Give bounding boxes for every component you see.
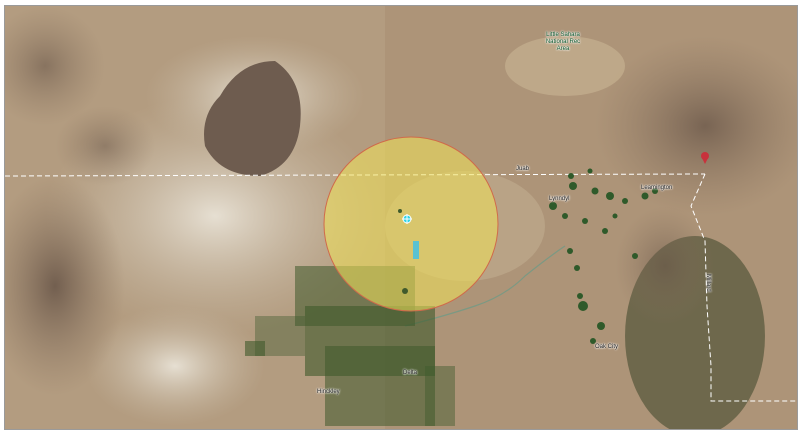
location-pin-icon[interactable]	[701, 152, 709, 164]
county-boundary-east	[690, 173, 797, 402]
map-frame[interactable]: Little Sahara National Rec Area Juab Lyn…	[4, 5, 798, 430]
west-mountains	[5, 176, 125, 396]
center-pivot-fields	[549, 168, 658, 344]
water-pond	[413, 241, 419, 259]
label-delta: Delta	[403, 370, 418, 376]
label-boundary: Millard	[705, 274, 711, 292]
site-marker-icon[interactable]	[402, 214, 412, 224]
satellite-map[interactable]	[5, 6, 798, 430]
field-dot	[398, 209, 402, 213]
label-park: Little Sahara National Rec Area	[545, 32, 581, 52]
salt-flat-south	[85, 306, 265, 426]
field-dot	[402, 288, 408, 294]
east-foothills	[615, 206, 715, 326]
label-oak-city: Oak City	[595, 344, 619, 350]
hills	[55, 106, 155, 186]
label-juab: Juab	[516, 166, 530, 172]
radius-circle[interactable]	[323, 136, 499, 312]
east-range-north	[595, 36, 797, 216]
label-lynndyl: Lynndyl	[549, 196, 570, 202]
label-leamington: Leamington	[641, 185, 673, 191]
sand-dunes	[505, 36, 625, 96]
label-hinckley: Hinckley	[317, 389, 340, 395]
county-boundary	[5, 173, 706, 177]
northwest-mountains	[5, 6, 105, 126]
lava-field	[204, 61, 301, 176]
sevier-river	[404, 245, 566, 327]
